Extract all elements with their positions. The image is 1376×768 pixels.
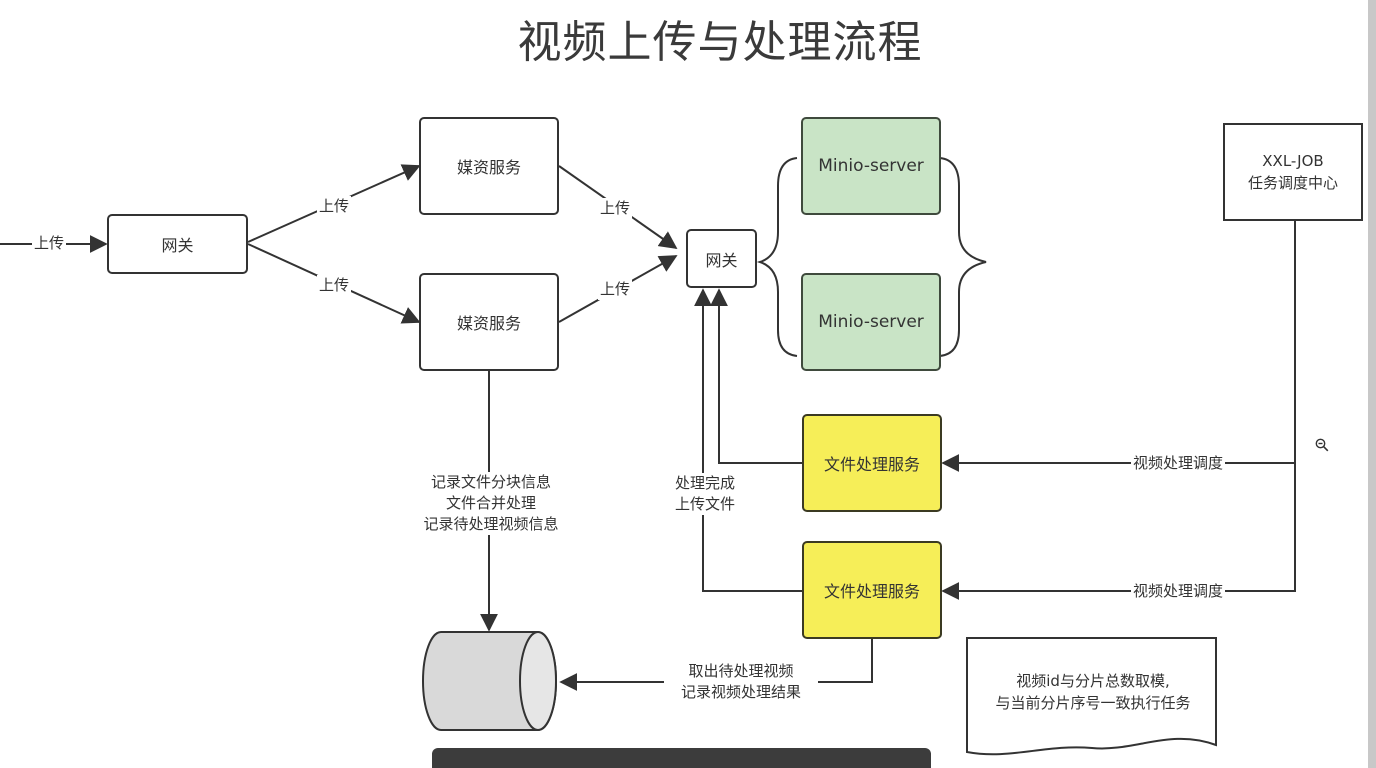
xxl-job-node: XXL-JOB 任务调度中心 — [1223, 123, 1363, 221]
label-process-done-line-2: 上传文件 — [674, 495, 735, 513]
label-db-operations: 取出待处理视频 记录视频处理结果 — [664, 661, 818, 703]
gateway-left-node: 网关 — [107, 214, 248, 274]
media-service-bottom-node: 媒资服务 — [419, 273, 559, 371]
gateway-mid-node: 网关 — [686, 229, 757, 288]
label-upload-media-top: 上传 — [317, 196, 352, 217]
edge-process-bottom-to-gateway — [694, 288, 802, 592]
edge-process-top-to-gateway — [710, 288, 802, 464]
zoom-out-icon[interactable] — [1315, 438, 1329, 456]
diagram-title: 视频上传与处理流程 — [517, 17, 923, 68]
label-schedule-bottom: 视频处理调度 — [1131, 581, 1226, 602]
label-upload-in: 上传 — [32, 233, 67, 254]
minio-server-bottom-node: Minio-server — [801, 273, 941, 371]
note-shape — [966, 637, 1217, 756]
window-edge — [1368, 0, 1376, 768]
edge-schedule-top — [941, 221, 1296, 472]
left-brace — [756, 157, 798, 357]
player-toolbar[interactable] — [432, 748, 931, 768]
label-db-operations-line-1: 取出待处理视频 — [688, 662, 794, 680]
note-line-1: 视频id与分片总数取模, — [1016, 672, 1170, 690]
database-cylinder — [422, 631, 557, 731]
edge-schedule-bottom — [941, 463, 1296, 600]
note-text: 视频id与分片总数取模, 与当前分片序号一致执行任务 — [968, 670, 1218, 714]
xxl-job-subtitle: 任务调度中心 — [1247, 174, 1338, 192]
label-process-done: 处理完成 上传文件 — [664, 473, 746, 515]
label-upload-media-bottom: 上传 — [317, 275, 352, 296]
label-media-bottom-upload: 上传 — [598, 279, 633, 300]
label-process-done-line-1: 处理完成 — [674, 474, 735, 492]
label-db-operations-line-2: 记录视频处理结果 — [680, 683, 801, 701]
label-media-processing-line-1: 记录文件分块信息 — [430, 473, 551, 491]
media-service-top-node: 媒资服务 — [419, 117, 559, 215]
file-process-bottom-node: 文件处理服务 — [802, 541, 942, 639]
label-media-processing: 记录文件分块信息 文件合并处理 记录待处理视频信息 — [406, 472, 576, 535]
right-brace — [939, 157, 987, 357]
minio-server-top-node: Minio-server — [801, 117, 941, 215]
label-media-processing-line-2: 文件合并处理 — [445, 494, 536, 512]
label-media-processing-line-3: 记录待处理视频信息 — [423, 515, 559, 533]
note-line-2: 与当前分片序号一致执行任务 — [995, 694, 1191, 712]
xxl-job-title: XXL-JOB — [1262, 152, 1324, 170]
label-media-top-upload: 上传 — [598, 198, 633, 219]
label-schedule-top: 视频处理调度 — [1131, 453, 1226, 474]
file-process-top-node: 文件处理服务 — [802, 414, 942, 512]
